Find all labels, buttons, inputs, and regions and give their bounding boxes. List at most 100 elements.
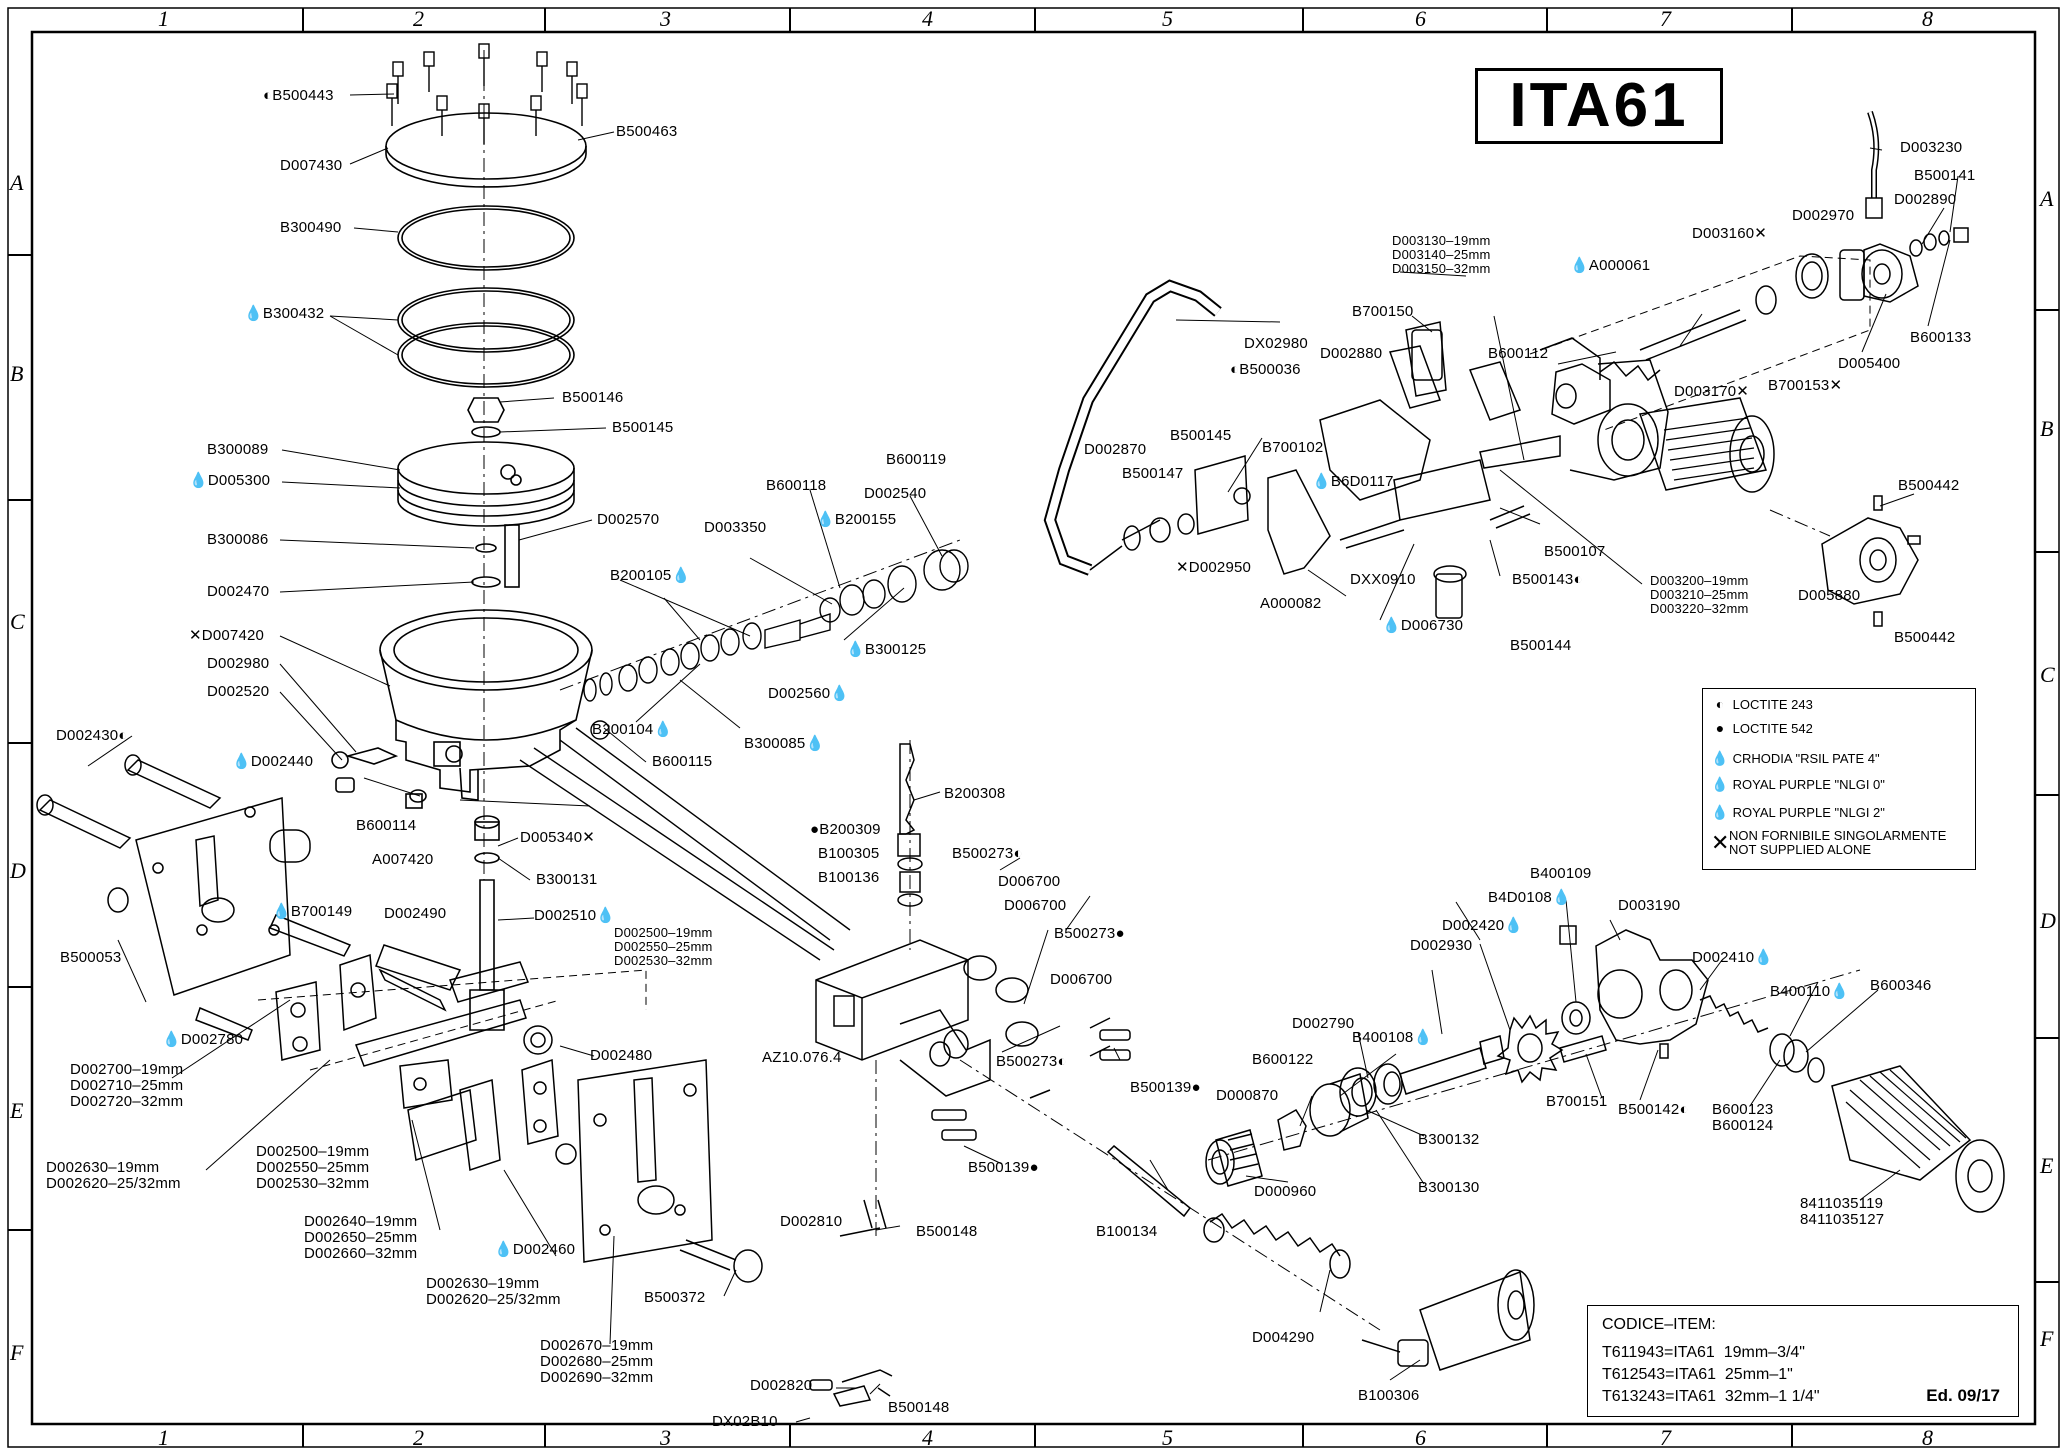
drawing-title: ITA61 <box>1509 71 1689 140</box>
part-label: B600123 B600124 <box>1712 1101 1774 1134</box>
part-label: B700150 <box>1352 303 1414 320</box>
part-label: ✕D007420 <box>189 627 265 644</box>
code-row: T612543=ITA61 25mm–1" <box>1602 1366 1793 1383</box>
part-label: B200104💧 <box>592 721 673 738</box>
part-label: ◐B500443 <box>263 87 334 104</box>
grid-column-7-bottom: 7 <box>1660 1425 1671 1450</box>
legend-item: 💧 ROYAL PURPLE "NLGI 0" <box>1711 776 1885 792</box>
part-label: B300490 <box>280 219 342 236</box>
cover-assembly <box>331 43 593 1031</box>
part-label: B500142◐ <box>1618 1101 1689 1118</box>
part-label: 💧B700149 <box>272 903 353 920</box>
part-label: A000082 <box>1260 595 1322 612</box>
grid-row-f-left: F <box>10 1340 24 1365</box>
part-label: 8411035119 8411035127 <box>1800 1195 1885 1228</box>
grid-column-2-bottom: 2 <box>413 1425 424 1450</box>
half-filled-circle-icon: ◐ <box>1715 696 1725 712</box>
part-label: D002500–19mm D002550–25mm D002530–32mm <box>614 925 713 968</box>
part-label: B400110💧 <box>1770 983 1850 1000</box>
grid-column-5-top: 5 <box>1162 6 1173 31</box>
part-label: B500146 <box>562 389 624 406</box>
grid-row-e-left: E <box>10 1098 24 1123</box>
part-label: B500442 <box>1898 477 1960 494</box>
part-label: D002410💧 <box>1692 949 1774 966</box>
part-label: 💧D002460 <box>494 1241 576 1258</box>
part-label: 💧B300432 <box>244 305 325 322</box>
part-label: 💧D005300 <box>189 472 271 489</box>
part-label: B600115 <box>652 753 713 770</box>
legend-item: 💧 ROYAL PURPLE "NLGI 2" <box>1711 804 1885 820</box>
frame-linkage <box>36 754 763 1283</box>
part-label: D002790 <box>1292 1015 1355 1032</box>
part-label: A007420 <box>372 851 434 868</box>
filled-circle-icon: ● <box>1715 720 1725 736</box>
part-label: D006700 <box>998 873 1061 890</box>
valve-block <box>809 740 1535 1407</box>
part-label: B300089 <box>207 441 269 458</box>
grid-row-a-left: A <box>10 170 24 195</box>
right-lower-assembly <box>1205 925 2005 1213</box>
part-label: B100136 <box>818 869 880 886</box>
part-label: B500145 <box>612 419 674 436</box>
grid-row-b-left: B <box>10 361 24 386</box>
part-label: D003190 <box>1618 897 1681 914</box>
part-label: D002430◐ <box>56 727 128 744</box>
part-label: 💧B200155 <box>816 511 897 528</box>
part-label: D002670–19mm D002680–25mm D002690–32mm <box>540 1337 654 1386</box>
part-label: B300085💧 <box>744 735 825 752</box>
part-label: B700102 <box>1262 439 1324 456</box>
right-upper-assembly <box>1043 110 1969 627</box>
part-label: D003200–19mm D003210–25mm D003220–32mm <box>1650 573 1749 616</box>
edition-label: Ed. 09/17 <box>1926 1386 2000 1405</box>
part-label: B400108💧 <box>1352 1029 1433 1046</box>
part-label: B500143◐ <box>1512 571 1583 588</box>
grid-row-c-right: C <box>2040 662 2055 687</box>
leader-lines <box>87 93 1959 1423</box>
part-label: D002820 <box>750 1377 813 1394</box>
grid-column-3-top: 3 <box>660 6 671 31</box>
part-label: 💧B6D0117 <box>1312 473 1394 490</box>
grid-row-c-left: C <box>10 609 25 634</box>
piston-rod-assembly <box>519 539 969 961</box>
drop-icon: 💧 <box>1711 750 1729 766</box>
part-label: ✕D002950 <box>1176 559 1252 576</box>
part-label: B600118 <box>766 477 827 494</box>
part-label: D003230 <box>1900 139 1963 156</box>
grid-row-e-right: E <box>2040 1153 2054 1178</box>
part-label: D002930 <box>1410 937 1473 954</box>
part-label: D003350 <box>704 519 767 536</box>
part-label: D006700 <box>1004 897 1067 914</box>
part-label: B500463 <box>616 123 678 140</box>
grid-column-6-bottom: 6 <box>1415 1425 1426 1450</box>
part-label: B400109 <box>1530 865 1592 882</box>
part-label: D000960 <box>1254 1183 1317 1200</box>
part-label: D002810 <box>780 1213 843 1230</box>
part-label: B100305 <box>818 845 880 862</box>
part-label: D004290 <box>1252 1329 1315 1346</box>
part-label: D002980 <box>207 655 270 672</box>
part-label: B500442 <box>1894 629 1956 646</box>
part-label: B500139● <box>1130 1079 1201 1096</box>
part-label: D000870 <box>1216 1087 1279 1104</box>
part-label: B500144 <box>1510 637 1572 654</box>
part-label: B4D0108💧 <box>1488 889 1571 906</box>
part-label: B600119 <box>886 451 947 468</box>
part-label: D005880 <box>1798 587 1861 604</box>
part-label: B500372 <box>644 1289 706 1306</box>
part-label: D002640–19mm D002650–25mm D002660–32mm <box>304 1213 418 1262</box>
part-label: B200308 <box>944 785 1006 802</box>
cross-icon: ✕ <box>1711 830 1730 855</box>
part-label: D002510💧 <box>534 907 616 924</box>
legend-item: ◐ LOCTITE 243 <box>1711 697 1813 712</box>
grid-column-1-top: 1 <box>158 6 169 31</box>
grid-column-4-top: 4 <box>922 6 933 31</box>
drawing-frame <box>7 7 2060 1448</box>
part-label: B500145 <box>1170 427 1232 444</box>
part-label: D003160✕ <box>1692 225 1768 242</box>
part-label: D002560💧 <box>768 685 850 702</box>
part-label: B500273● <box>1054 925 1125 942</box>
part-label: D005400 <box>1838 355 1901 372</box>
grid-column-2-top: 2 <box>413 6 424 31</box>
part-label: D007430 <box>280 157 343 174</box>
part-label: D002630–19mm D002620–25/32mm <box>46 1159 181 1192</box>
